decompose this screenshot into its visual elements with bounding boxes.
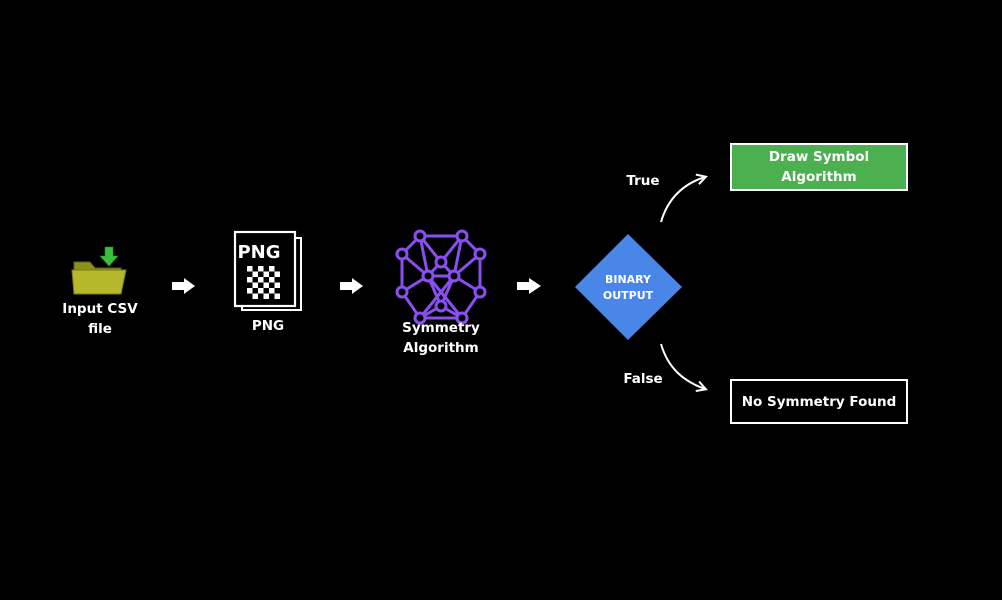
- decision-label-line2: OUTPUT: [603, 289, 654, 302]
- png-icon-text: PNG: [237, 242, 280, 263]
- true-branch-arrow: [660, 177, 705, 223]
- folder-download-icon: [71, 246, 127, 295]
- network-graph-icon: [395, 229, 487, 325]
- false-edge-label: False: [623, 371, 663, 387]
- flow-arrow-1: [172, 278, 195, 294]
- png-file-icon: PNG: [233, 230, 302, 311]
- no-symmetry-found-box: No Symmetry Found: [730, 379, 908, 424]
- flow-arrow-2: [340, 278, 363, 294]
- false-branch-arrow: [660, 343, 705, 389]
- true-edge-label: True: [626, 173, 660, 189]
- binary-output-diamond: [575, 234, 682, 340]
- decision-label-line1: BINARY: [605, 273, 652, 286]
- png-label: PNG: [251, 318, 285, 334]
- flow-arrow-3: [517, 278, 541, 294]
- checkerboard-pattern: [247, 266, 280, 299]
